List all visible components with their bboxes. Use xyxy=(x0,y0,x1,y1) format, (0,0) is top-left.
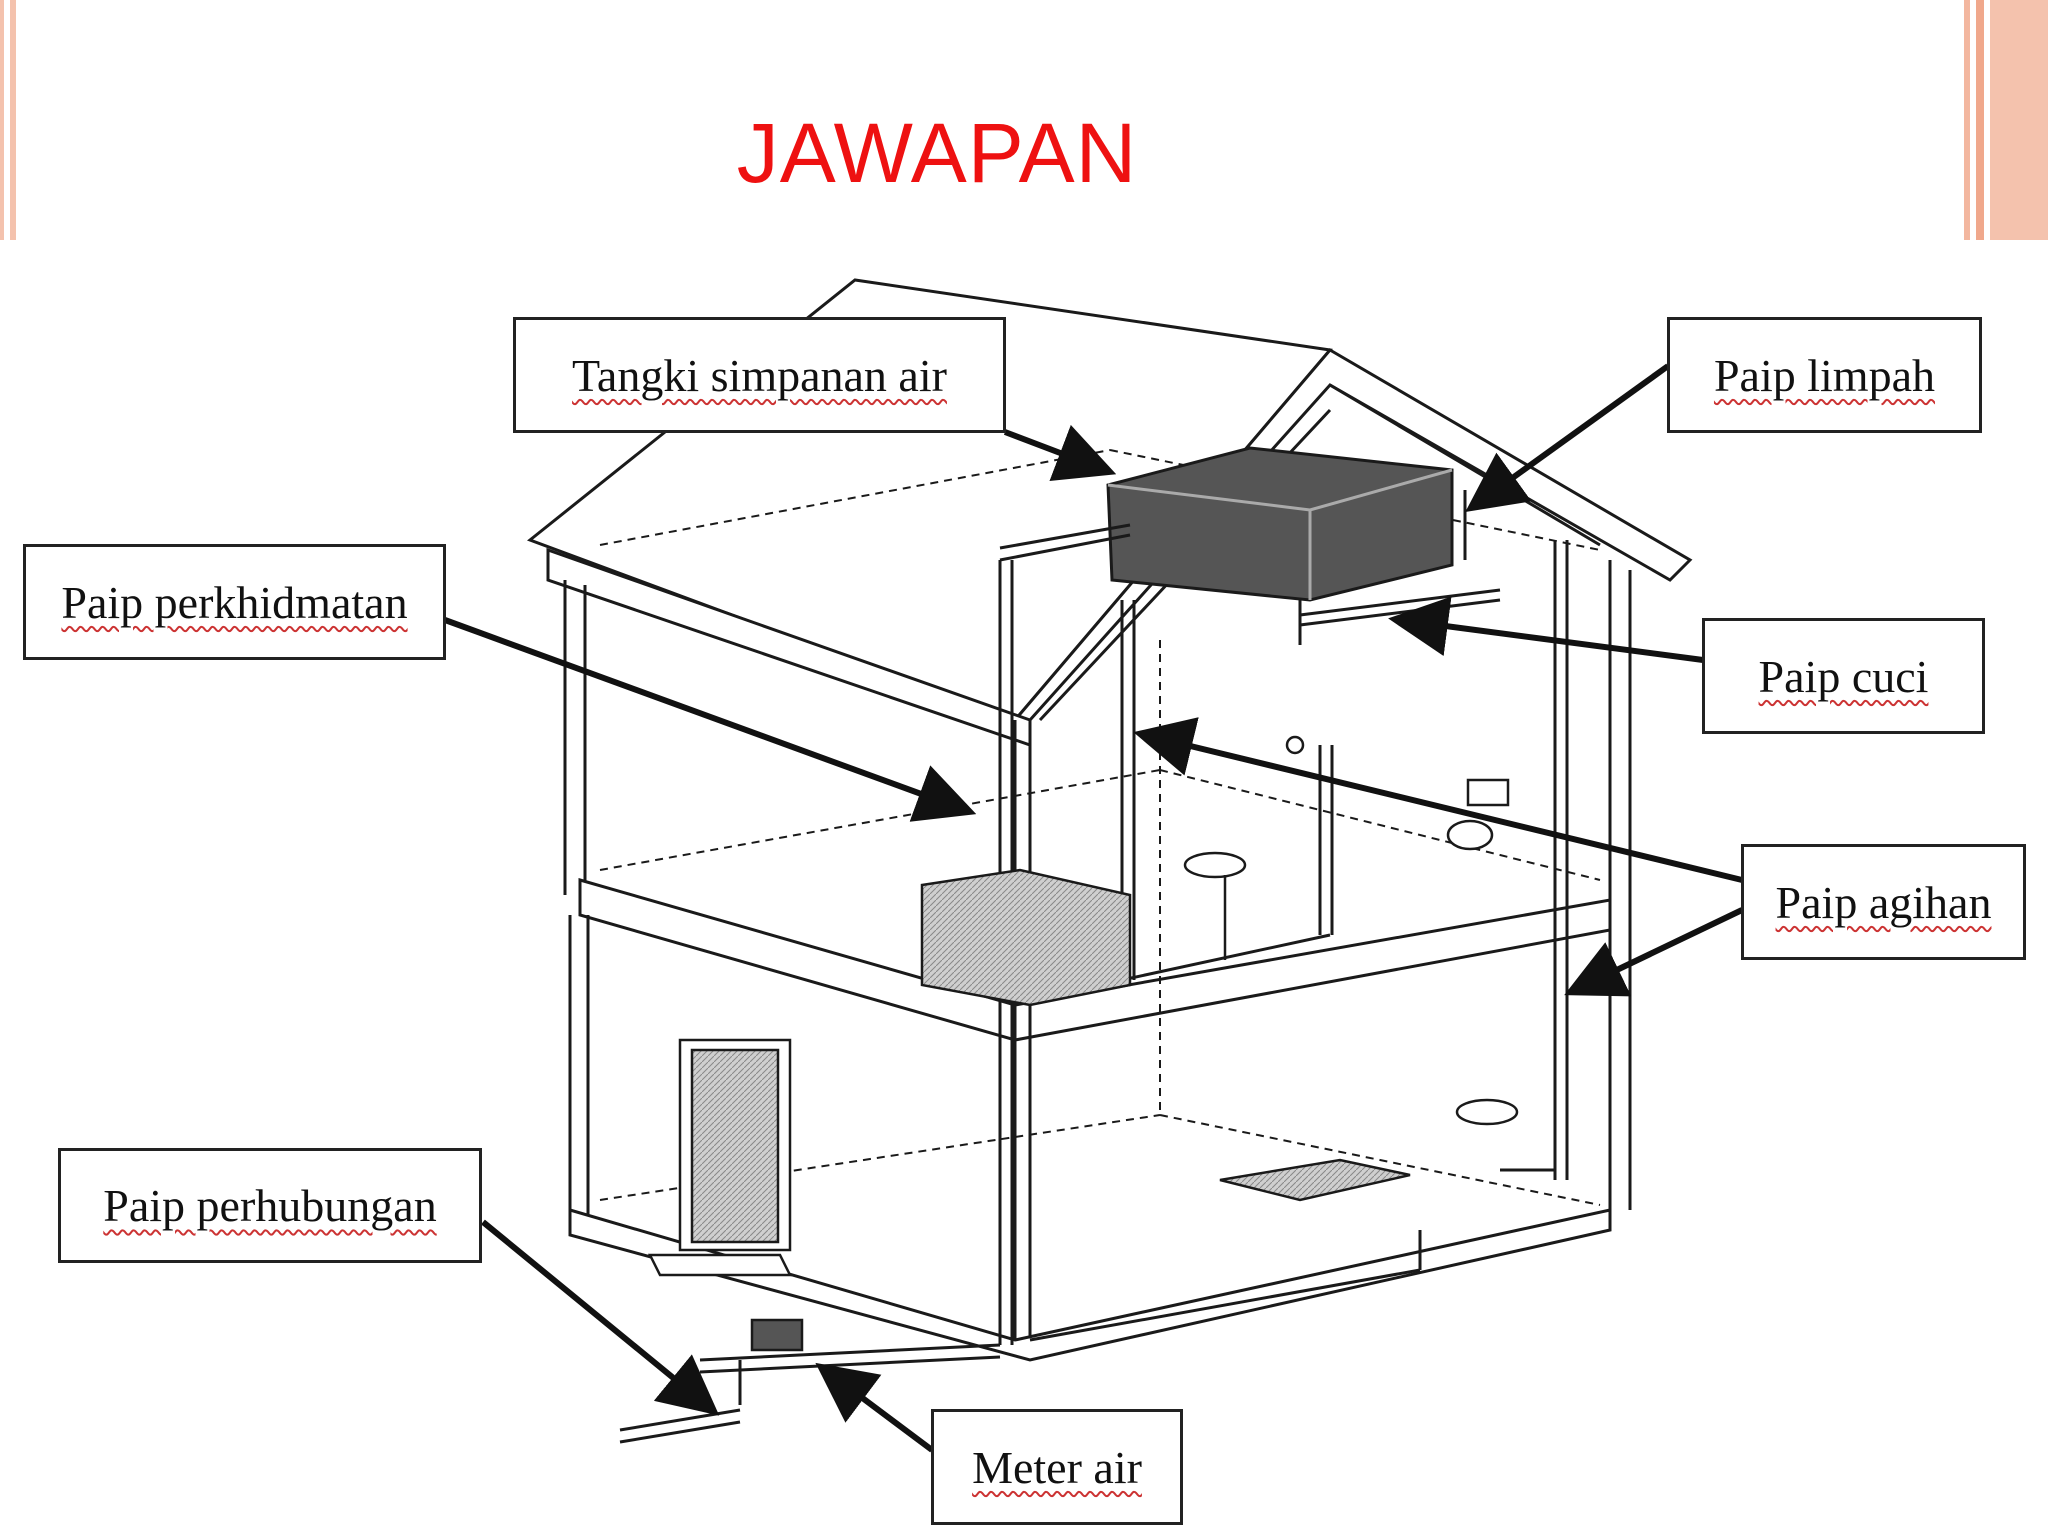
arrow-perkhidmatan xyxy=(443,617,977,822)
arrow-perhubungan xyxy=(481,1219,720,1416)
sink-lower xyxy=(1219,1158,1411,1202)
slide-title: JAWAPAN xyxy=(736,106,1138,200)
cistern-upper xyxy=(1466,778,1510,807)
arrow-meter xyxy=(815,1362,934,1453)
arrow-cuci xyxy=(1388,596,1704,663)
storage-tank xyxy=(1106,446,1454,602)
slide-frame-left xyxy=(0,0,22,240)
label-meter-air: Meter air xyxy=(931,1409,1183,1525)
fixtures xyxy=(647,735,1519,1352)
basin-upper xyxy=(1183,851,1247,879)
toilet-upper xyxy=(1446,819,1494,851)
arrow-tangki xyxy=(1003,424,1117,481)
arrow-limpah xyxy=(1465,363,1670,513)
label-paip-perhubungan: Paip perhubungan xyxy=(58,1148,482,1263)
label-paip-cuci: Paip cuci xyxy=(1702,618,1985,734)
label-paip-limpah: Paip limpah xyxy=(1667,317,1982,433)
shower-head xyxy=(1285,735,1305,755)
water-meter-box xyxy=(750,1318,804,1352)
basin-lower xyxy=(1455,1098,1519,1126)
arrow-agihan-1 xyxy=(1133,717,1743,883)
label-paip-agihan: Paip agihan xyxy=(1741,844,2026,960)
label-paip-perkhidmatan: Paip perkhidmatan xyxy=(23,544,446,660)
slide-frame-right xyxy=(1956,0,2048,240)
leader-arrows xyxy=(443,363,1744,1453)
dashed-lines xyxy=(599,449,1601,1206)
arrow-agihan-2 xyxy=(1564,907,1744,997)
label-tangki-simpanan-air: Tangki simpanan air xyxy=(513,317,1006,433)
bathtub xyxy=(920,868,1132,1007)
